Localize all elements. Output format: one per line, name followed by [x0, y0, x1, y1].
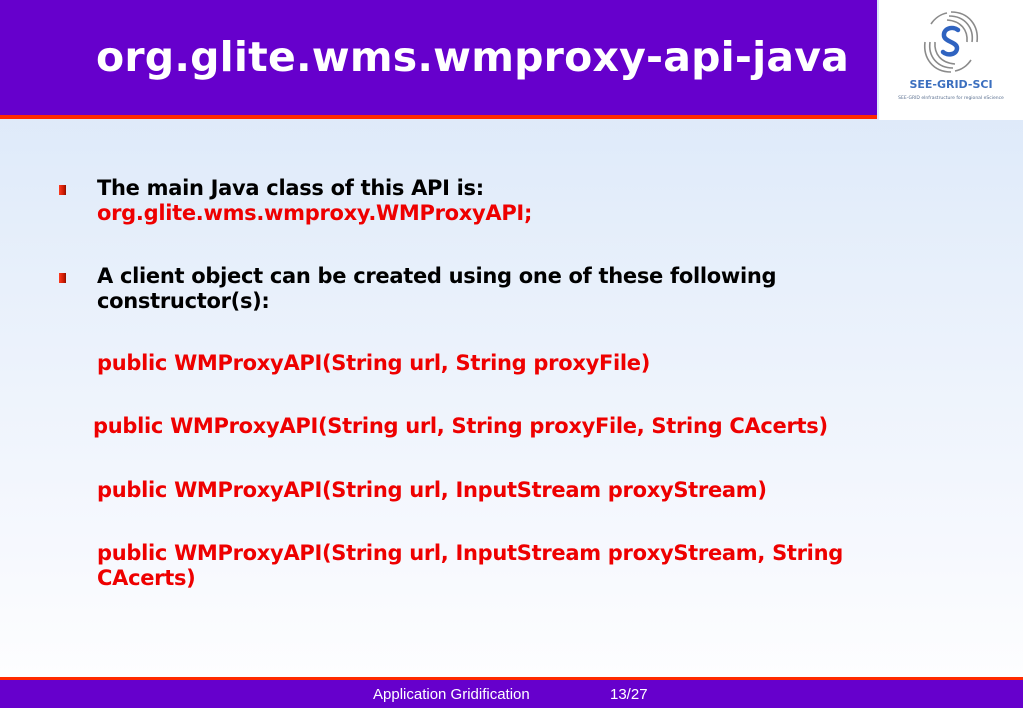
- bullet-marker-icon: [59, 273, 66, 283]
- bullet-1-line-1: The main Java class of this API is:: [97, 176, 484, 200]
- constructor-4-line-1: public WMProxyAPI(String url, InputStrea…: [97, 541, 843, 565]
- constructor-3: public WMProxyAPI(String url, InputStrea…: [97, 478, 767, 502]
- bullet-1-line-2: org.glite.wms.wmproxy.WMProxyAPI;: [97, 201, 533, 225]
- header-divider: [0, 115, 877, 119]
- bullet-2-line-1: A client object can be created using one…: [97, 264, 777, 288]
- footer-page-number: 13/27: [610, 686, 648, 703]
- constructor-4-line-2: CAcerts): [97, 566, 196, 590]
- see-grid-logo-icon: [924, 11, 978, 73]
- bullet-2-line-2: constructor(s):: [97, 289, 270, 313]
- footer-divider: [0, 677, 1023, 680]
- footer-bar: Application Gridification 13/27: [0, 680, 1023, 708]
- slide-title: org.glite.wms.wmproxy-api-java: [96, 33, 850, 81]
- footer-section: Application Gridification: [373, 686, 530, 703]
- constructor-1: public WMProxyAPI(String url, String pro…: [97, 351, 651, 375]
- logo-area: SEE-GRID-SCI SEE-GRID eInfrastructure fo…: [879, 0, 1023, 120]
- title-bar: org.glite.wms.wmproxy-api-java: [0, 0, 877, 115]
- logo-tagline: SEE-GRID eInfrastructure for regional eS…: [898, 96, 1004, 101]
- logo-name: SEE-GRID-SCI: [909, 78, 993, 91]
- constructor-2: public WMProxyAPI(String url, String pro…: [93, 414, 828, 438]
- bullet-marker-icon: [59, 185, 66, 195]
